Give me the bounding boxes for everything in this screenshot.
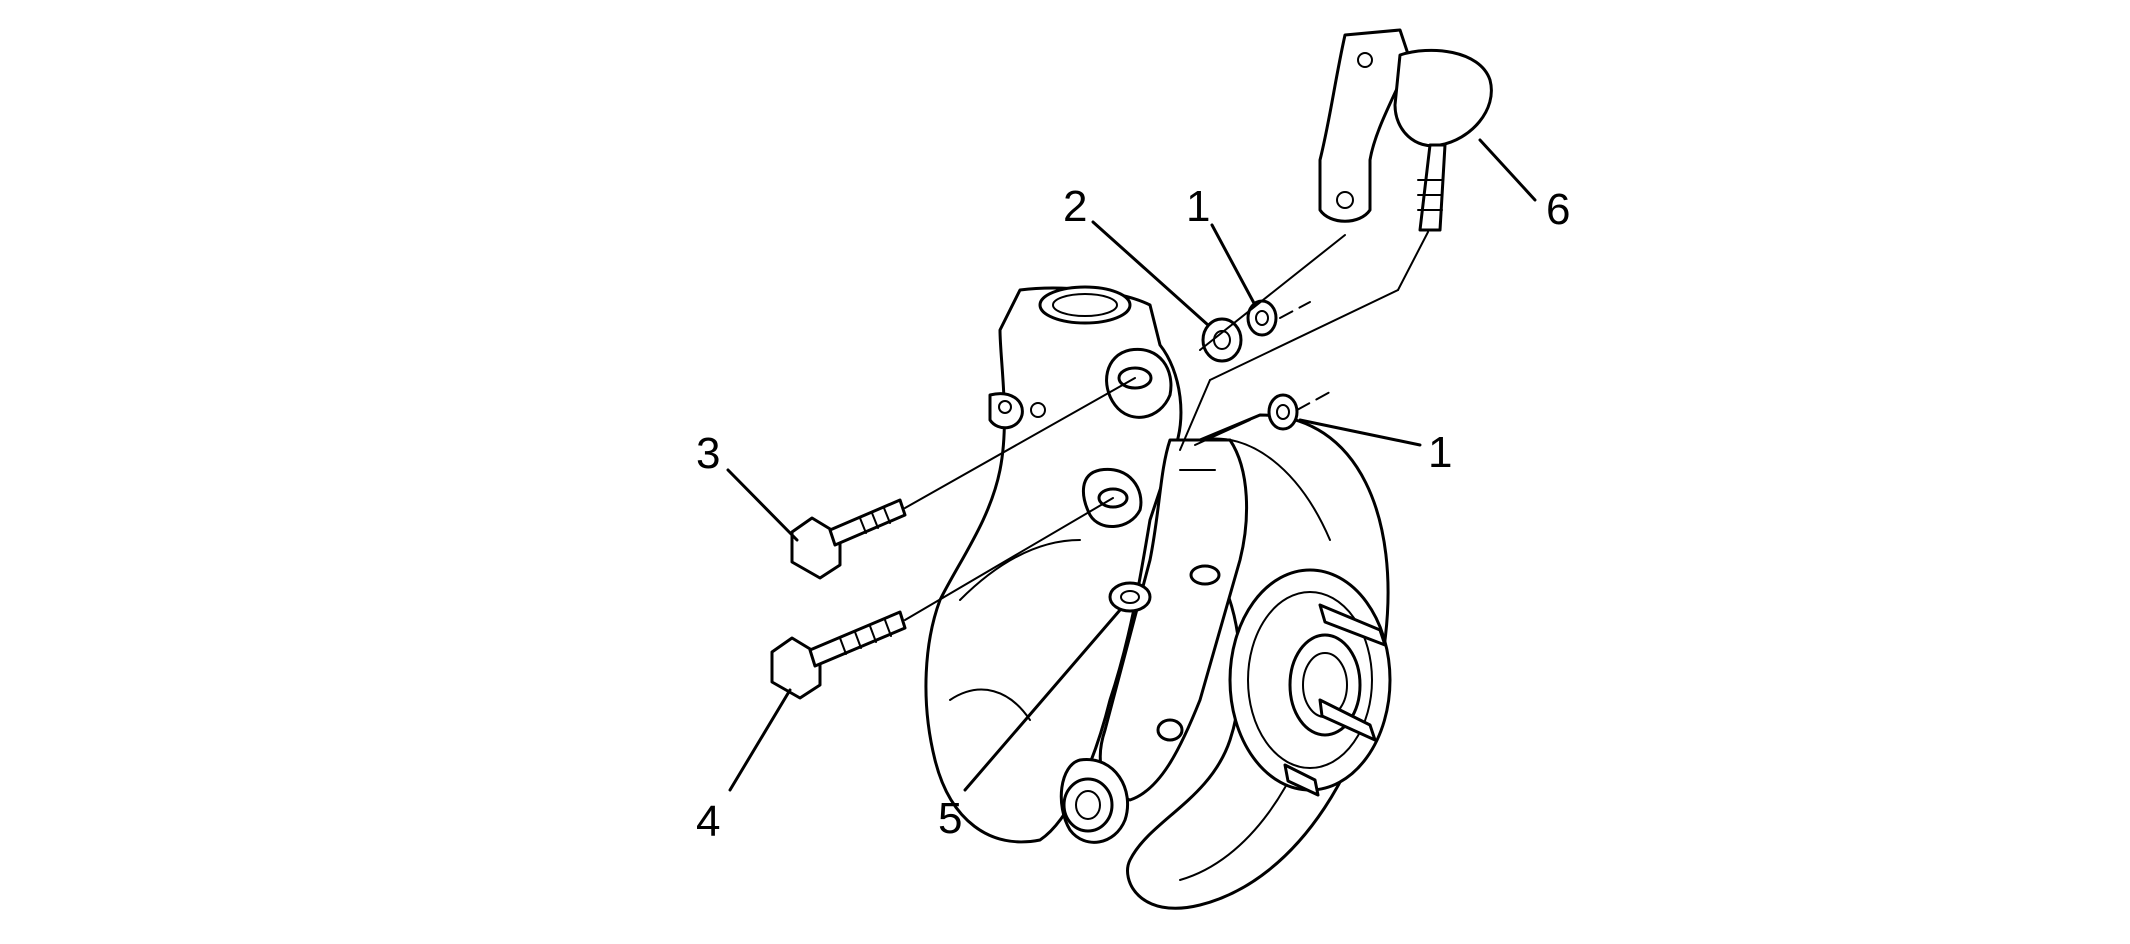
- washer: [1246, 299, 1278, 337]
- wheel-stud: [1318, 698, 1377, 742]
- callout-label: 3: [696, 429, 720, 478]
- callout-label: 1: [1428, 428, 1452, 477]
- steering-knuckle: [924, 285, 1183, 844]
- callout-label: 1: [1186, 182, 1210, 231]
- callout-label: 5: [938, 794, 962, 843]
- wheel-stud: [1283, 763, 1320, 797]
- nut: [1108, 581, 1152, 613]
- wheel-stud: [1318, 603, 1387, 647]
- bolt: [790, 498, 907, 580]
- callout-label: 4: [696, 797, 720, 846]
- wheel-hub: [1228, 568, 1392, 797]
- alignment-lines: [904, 231, 1429, 621]
- lower-control-arm: [1059, 438, 1249, 844]
- washer: [1267, 393, 1299, 431]
- callout-label: 2: [1063, 182, 1087, 231]
- callout-label: 6: [1546, 185, 1570, 234]
- washer: [1201, 317, 1243, 363]
- upper-ball-joint-bracket: [1318, 28, 1493, 232]
- bolt: [770, 610, 907, 700]
- leader-lines: [726, 138, 1537, 792]
